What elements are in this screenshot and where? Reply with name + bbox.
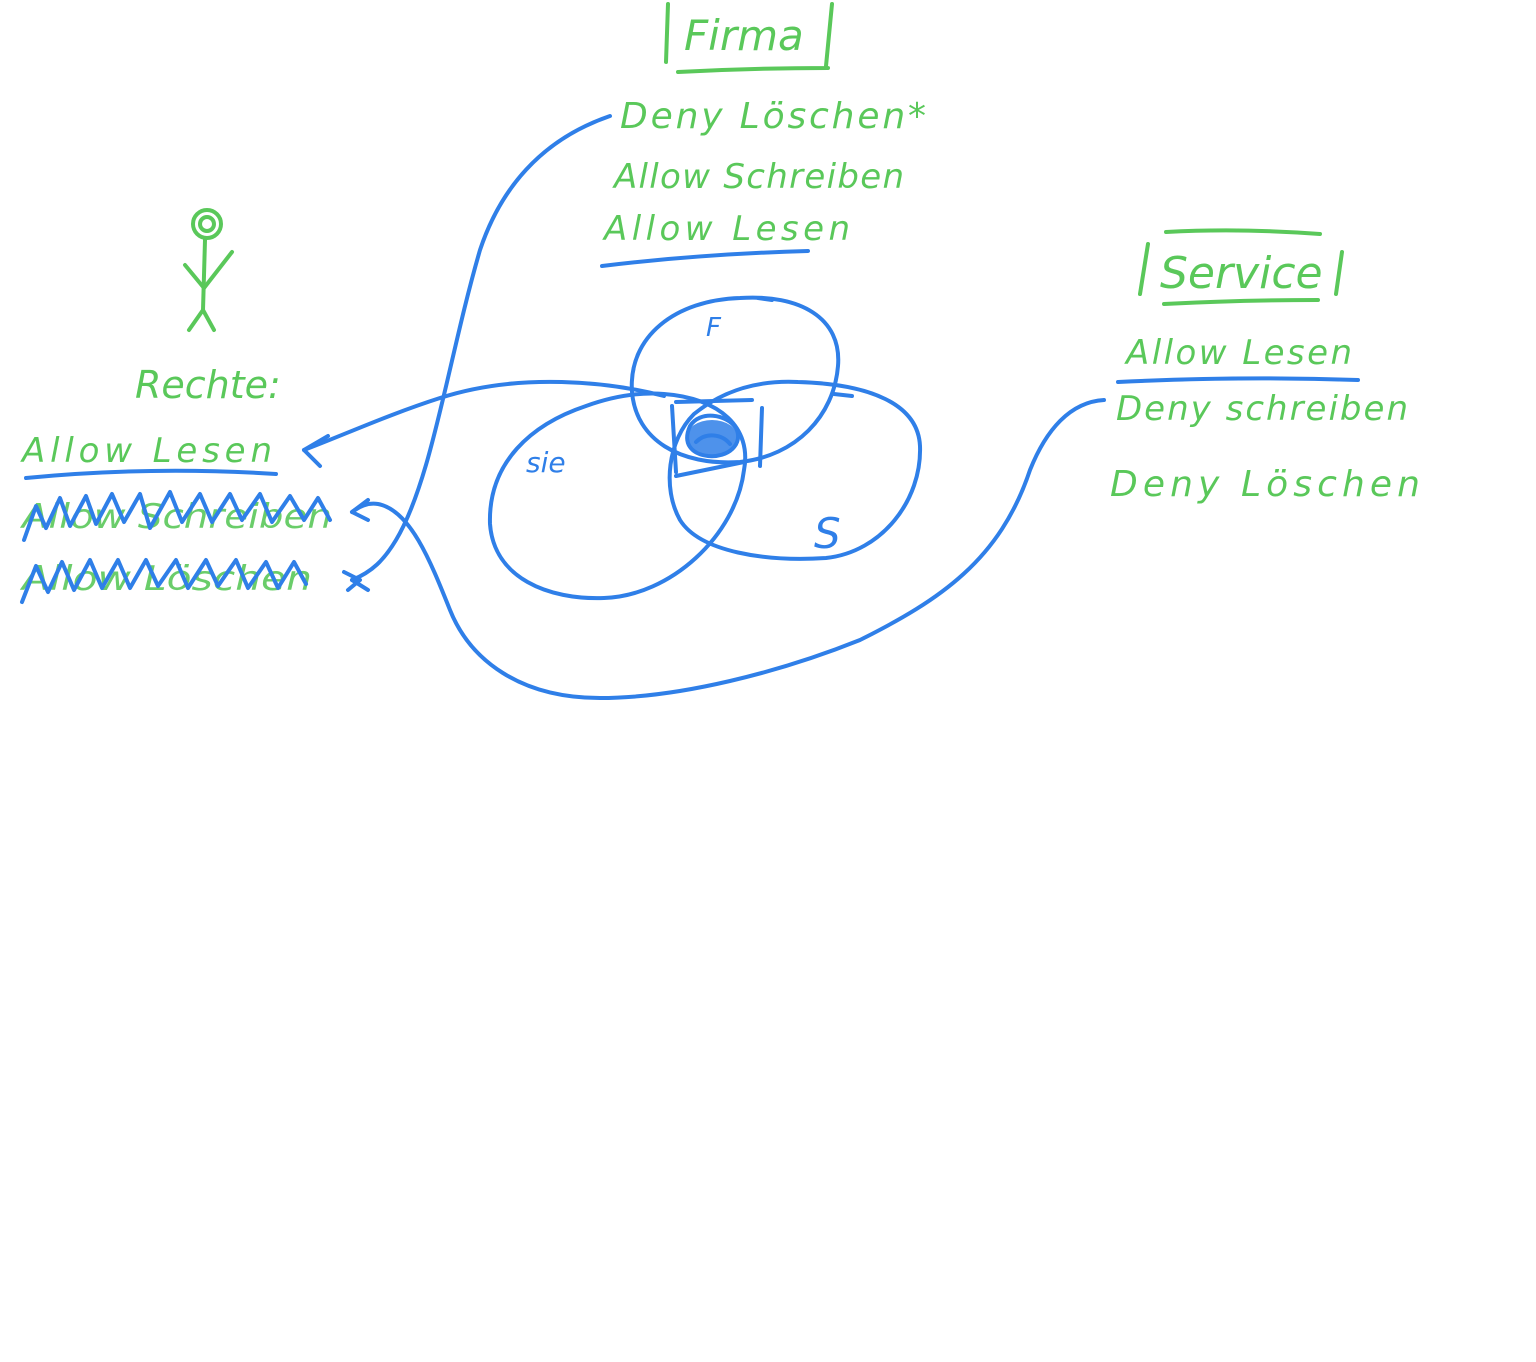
arrow-venn-to-user-lesen bbox=[302, 379, 666, 452]
firma-rule-allow-schreiben: Allow Schreiben bbox=[612, 157, 904, 197]
arrowhead-lesen bbox=[302, 434, 330, 468]
venn-diagram: F sie S bbox=[487, 295, 923, 601]
service-rule-deny-loeschen: Deny Löschen bbox=[1110, 464, 1420, 505]
user-right-underline bbox=[24, 468, 278, 480]
service-rule-allow-lesen: Allow Lesen bbox=[1124, 333, 1352, 373]
venn-intersection-fill bbox=[685, 413, 740, 459]
service-panel: Service Allow Lesen Deny schreiben Deny … bbox=[1110, 228, 1420, 505]
user-rights-panel: Rechte: Allow Lesen Allow Schreiben Allo… bbox=[20, 363, 332, 604]
venn-label-service: S bbox=[814, 509, 841, 558]
firma-rule-allow-lesen: Allow Lesen bbox=[602, 209, 850, 249]
arrow-firma-deny-to-user-loeschen bbox=[350, 114, 612, 582]
venn-circle-service bbox=[667, 379, 923, 561]
service-underline bbox=[1116, 376, 1360, 384]
connector-arrows bbox=[302, 114, 1106, 700]
arrowhead-loeschen bbox=[342, 570, 370, 592]
venn-firma-mark bbox=[756, 296, 774, 302]
strike-scribble-loeschen bbox=[20, 558, 308, 604]
arrowhead-schreiben bbox=[350, 498, 370, 522]
user-rights-heading: Rechte: bbox=[135, 363, 281, 407]
strike-scribble-schreiben bbox=[22, 490, 332, 542]
service-box bbox=[1138, 228, 1344, 306]
service-rule-deny-schreiben: Deny schreiben bbox=[1116, 389, 1408, 429]
venn-label-firma: F bbox=[706, 313, 722, 343]
venn-label-sie: sie bbox=[526, 446, 566, 479]
user-right-allow-lesen: Allow Lesen bbox=[20, 431, 272, 471]
firma-underline bbox=[600, 249, 810, 268]
venn-service-mark bbox=[832, 392, 854, 398]
arrow-service-deny-to-user-schreiben bbox=[350, 398, 1106, 700]
service-title: Service bbox=[1160, 248, 1323, 299]
firma-box bbox=[664, 2, 834, 74]
stick-figure-icon bbox=[183, 208, 234, 332]
firma-panel: Firma Deny Löschen* Allow Schreiben Allo… bbox=[600, 2, 926, 268]
venn-intersection-lines bbox=[670, 398, 764, 478]
firma-rule-deny-loeschen: Deny Löschen* bbox=[620, 96, 926, 137]
firma-title: Firma bbox=[684, 11, 804, 60]
